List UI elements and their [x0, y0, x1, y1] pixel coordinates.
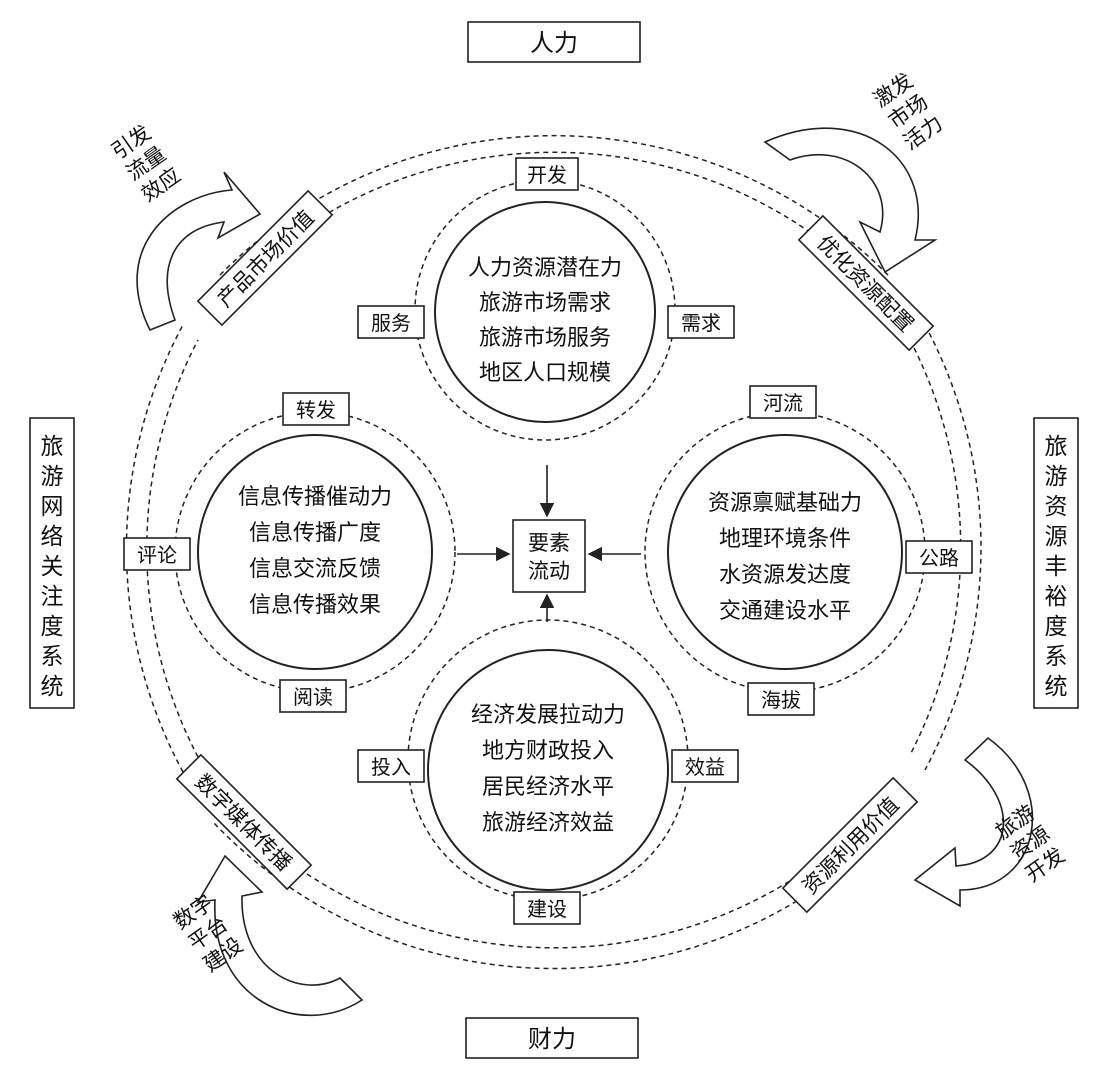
top-circle-line-2: 旅游市场需求	[479, 291, 611, 316]
diagonal-se-label: 资源利用价值	[798, 793, 904, 899]
top-circle-line-3: 旅游市场服务	[479, 326, 611, 351]
bottom-circle-line-1: 经济发展拉动力	[471, 703, 625, 728]
tag-road: 公路	[919, 546, 959, 570]
outer-left-box: 旅游网络关注度系统	[29, 417, 75, 709]
curved-arrow-se	[913, 736, 1034, 908]
left-circle-line-3: 信息交流反馈	[249, 557, 381, 582]
outer-bottom-label: 财力	[528, 1025, 576, 1053]
caption-nw-text: 引发流量效应	[107, 120, 185, 206]
tag-altitude: 海拔	[761, 688, 801, 712]
flow-arrows	[457, 465, 641, 622]
outer-bottom-box: 财力	[465, 1017, 639, 1059]
curved-arrow-sw	[196, 854, 364, 1017]
outer-top-label: 人力	[530, 29, 578, 57]
tag-benefit: 效益	[685, 755, 725, 779]
bottom-circle-group: 经济发展拉动力 地方财政投入 居民经济水平 旅游经济效益 投入 效益 建设	[357, 619, 739, 925]
caption-ne-text: 激发市场活力	[869, 68, 947, 154]
tag-demand: 需求	[681, 311, 721, 335]
right-circle-group: 资源禀赋基础力 地理环境条件 水资源发达度 交通建设水平 河流 公路 海拔	[644, 385, 973, 716]
diagonal-se: 资源利用价值	[781, 776, 919, 914]
right-circle-line-3: 水资源发达度	[719, 563, 851, 588]
center-line-2: 流动	[528, 559, 570, 583]
curved-arrow-nw	[136, 171, 262, 332]
left-circle-line-2: 信息传播广度	[249, 521, 381, 546]
diagonal-sw-label: 数字媒体传播	[190, 770, 296, 876]
tag-river: 河流	[763, 391, 803, 415]
caption-se: 旅游资源开发	[991, 800, 1069, 886]
bottom-circle-line-2: 地方财政投入	[482, 739, 614, 764]
tag-comment: 评论	[137, 543, 177, 567]
center-line-1: 要素	[528, 531, 570, 555]
left-circle-line-1: 信息传播催动力	[238, 485, 392, 510]
tag-input: 投入	[371, 755, 411, 779]
center-box: 要素 流动	[512, 519, 586, 593]
left-circle-group: 信息传播催动力 信息传播广度 信息交流反馈 信息传播效果 转发 评论 阅读	[123, 392, 456, 713]
tag-develop: 开发	[527, 163, 567, 187]
outer-top-box: 人力	[467, 21, 641, 63]
right-circle-line-1: 资源禀赋基础力	[708, 491, 862, 516]
outer-left-label: 旅游网络关注度系统	[41, 434, 64, 700]
caption-se-text: 旅游资源开发	[991, 800, 1069, 886]
top-circle-line-4: 地区人口规模	[479, 361, 611, 386]
tag-forward: 转发	[296, 398, 336, 422]
curved-arrow-ne	[763, 127, 938, 274]
caption-ne: 激发市场活力	[869, 68, 947, 154]
tag-service: 服务	[371, 311, 411, 335]
bottom-circle-line-3: 居民经济水平	[482, 775, 614, 800]
tag-build: 建设	[527, 897, 567, 921]
diagonal-sw: 数字媒体传播	[175, 753, 313, 891]
left-circle-line-4: 信息传播效果	[249, 593, 381, 618]
tag-read: 阅读	[293, 685, 333, 709]
top-circle-group: 人力资源潜在力 旅游市场需求 旅游市场服务 地区人口规模 开发 服务 需求	[357, 157, 735, 441]
caption-nw: 引发流量效应	[107, 120, 185, 206]
outer-right-label: 旅游资源丰裕度系统	[1045, 434, 1068, 700]
right-circle-line-2: 地理环境条件	[719, 527, 851, 552]
top-circle-line-1: 人力资源潜在力	[468, 256, 622, 281]
bottom-circle-line-4: 旅游经济效益	[482, 811, 614, 836]
right-circle-line-4: 交通建设水平	[719, 599, 851, 624]
outer-right-box: 旅游资源丰裕度系统	[1033, 417, 1079, 709]
